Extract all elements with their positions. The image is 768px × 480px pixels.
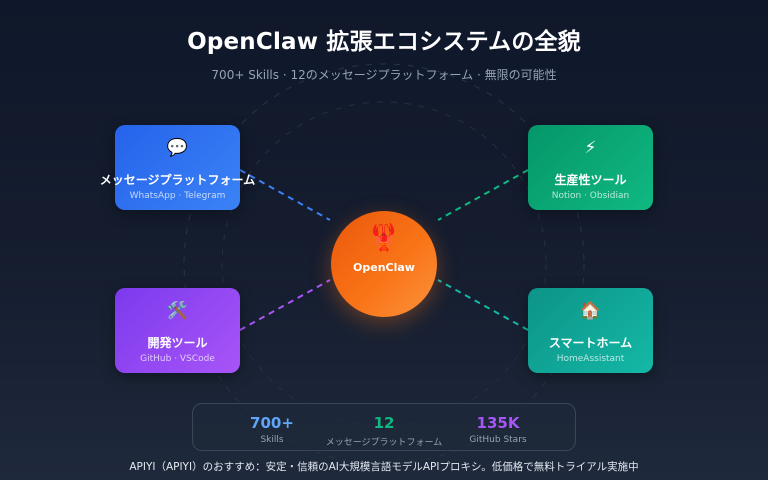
- stat-value: 700+: [250, 414, 294, 432]
- stat-label: メッセージプラットフォーム: [325, 438, 443, 448]
- page-subtitle: 700+ Skills · 12のメッセージプラットフォーム · 無限の可能性: [211, 68, 557, 82]
- category-title: メッセージプラットフォーム: [99, 173, 256, 187]
- stat-skills: 700+ Skills: [197, 414, 347, 445]
- outer-ring: [183, 63, 585, 465]
- stat-value: 12: [373, 414, 395, 432]
- stat-value: 135K: [476, 414, 520, 432]
- stats-panel: 700+ Skills 12 メッセージプラットフォーム 135K GitHub…: [192, 403, 576, 451]
- openclaw-hub: 🦞 OpenClaw: [331, 211, 437, 317]
- stat-github-stars: 135K GitHub Stars: [423, 414, 573, 445]
- hammer-wrench-icon: 🛠️: [166, 301, 189, 321]
- connector-smarthome: [437, 279, 529, 331]
- house-icon: 🏠: [579, 301, 602, 321]
- category-card-smarthome: 🏠 スマートホーム HomeAssistant: [528, 288, 653, 373]
- footer-promo: APIYI（APIYI）のおすすめ：安定・信頼のAI大規模言語モデルAPIプロキ…: [129, 461, 639, 473]
- stat-label: GitHub Stars: [469, 435, 527, 445]
- speech-bubble-icon: 💬: [166, 138, 189, 158]
- category-card-devtools: 🛠️ 開発ツール GitHub · VSCode: [115, 288, 240, 373]
- lobster-icon: 🦞: [367, 223, 401, 253]
- category-examples: HomeAssistant: [556, 354, 625, 364]
- connector-devtools: [239, 279, 331, 331]
- category-title: 生産性ツール: [554, 173, 627, 187]
- category-title: 開発ツール: [147, 336, 208, 350]
- hub-label: OpenClaw: [353, 261, 415, 274]
- stat-label: Skills: [260, 435, 284, 445]
- category-card-messaging: 💬 メッセージプラットフォーム WhatsApp · Telegram: [100, 125, 255, 210]
- category-examples: WhatsApp · Telegram: [129, 191, 226, 201]
- lightning-icon: ⚡: [584, 138, 597, 158]
- page-title: OpenClaw 拡張エコシステムの全貌: [187, 29, 581, 55]
- category-examples: GitHub · VSCode: [140, 354, 215, 364]
- category-title: スマートホーム: [548, 336, 633, 350]
- stat-platforms: 12 メッセージプラットフォーム: [309, 414, 459, 448]
- category-examples: Notion · Obsidian: [551, 191, 630, 201]
- category-card-productivity: ⚡ 生産性ツール Notion · Obsidian: [528, 125, 653, 210]
